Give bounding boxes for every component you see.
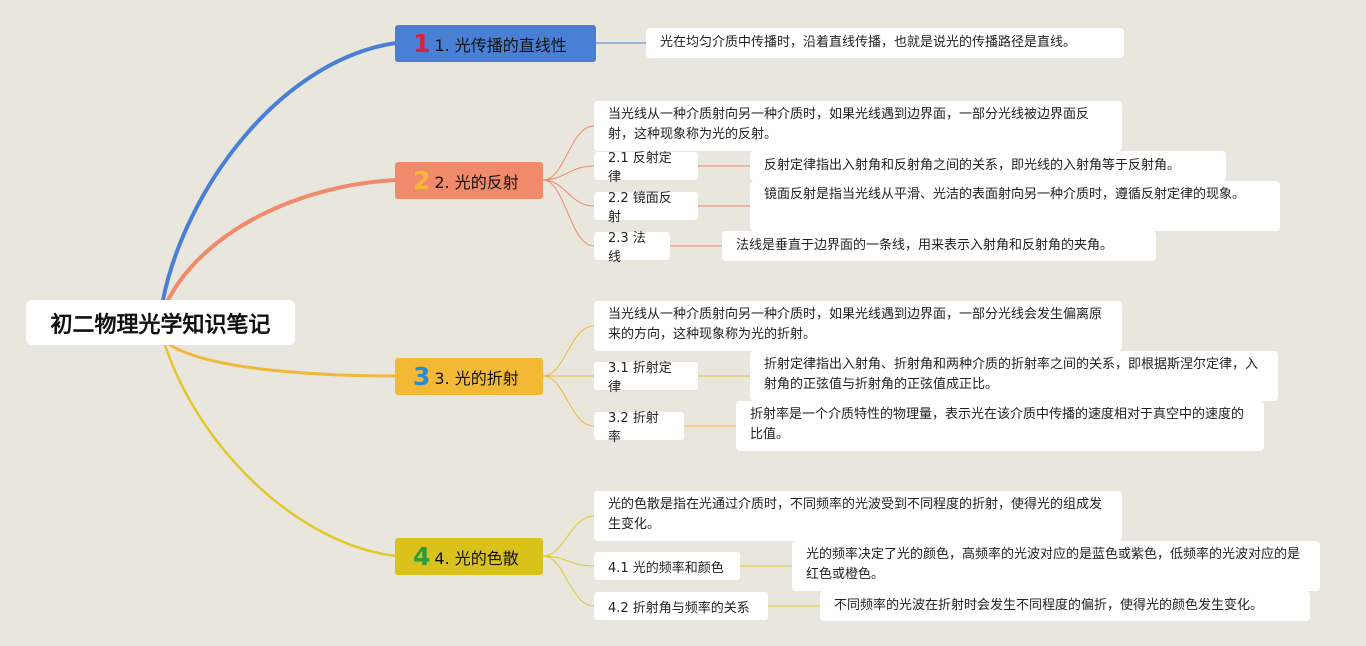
branch-3-number: 3 [413,362,431,391]
branch-2-sub-1[interactable]: 2.1 反射定律 [594,151,698,185]
branch-4-sub-1[interactable]: 4.1 光的频率和颜色 [594,552,740,580]
branch-2-sub-3-desc[interactable]: 法线是垂直于边界面的一条线，用来表示入射角和反射角的夹角。 [722,231,1156,261]
branch-3-sub-1-desc[interactable]: 折射定律指出入射角、折射角和两种介质的折射率之间的关系，即根据斯涅尔定律，入射角… [750,351,1278,401]
branch-2-sub-2[interactable]: 2.2 镜面反射 [594,191,698,225]
connector-b2-desc [542,125,595,181]
branch-1-label: 1. 光传播的直线性 [434,35,567,55]
branch-1[interactable]: 1 1. 光传播的直线性 [395,25,596,62]
branch-4-sub-1-desc[interactable]: 光的频率决定了光的颜色，高频率的光波对应的是蓝色或紫色，低频率的光波对应的是红色… [792,541,1320,591]
branch-1-number: 1 [413,29,431,58]
branch-2[interactable]: 2 2. 光的反射 [395,162,543,199]
branch-4-sub-2-desc[interactable]: 不同频率的光波在折射时会发生不同程度的偏折，使得光的颜色发生变化。 [820,591,1310,621]
branch-3-sub-1[interactable]: 3.1 折射定律 [594,361,698,395]
branch-2-number: 2 [413,166,431,195]
connector-root-b2 [166,178,398,302]
connector-b2-s2 [542,179,595,207]
branch-2-sub-2-desc[interactable]: 镜面反射是指当光线从平滑、光洁的表面射向另一种介质时，遵循反射定律的现象。 [750,181,1280,231]
branch-3-label: 3. 光的折射 [434,368,519,388]
connector-b3-s2 [542,375,595,427]
branch-4-sub-2[interactable]: 4.2 折射角与频率的关系 [594,592,768,620]
branch-4-number: 4 [413,542,431,571]
connector-b3-desc [542,325,595,377]
branch-2-desc[interactable]: 当光线从一种介质射向另一种介质时，如果光线遇到边界面，一部分光线被边界面反射，这… [594,101,1122,151]
connector-b4-s1 [542,555,595,567]
connector-b2-s3 [542,179,595,247]
connector-root-b3 [168,343,398,378]
branch-4[interactable]: 4 4. 光的色散 [395,538,543,575]
branch-4-desc[interactable]: 光的色散是指在光通过介质时，不同频率的光波受到不同程度的折射，使得光的组成发生变… [594,491,1122,541]
connector-b4-s2 [542,555,595,607]
branch-3-sub-2-desc[interactable]: 折射率是一个介质特性的物理量，表示光在该介质中传播的速度相对于真空中的速度的比值… [736,401,1264,451]
branch-2-sub-1-desc[interactable]: 反射定律指出入射角和反射角之间的关系，即光线的入射角等于反射角。 [750,151,1226,181]
branch-2-sub-3[interactable]: 2.3 法线 [594,231,670,265]
branch-3[interactable]: 3 3. 光的折射 [395,358,543,395]
connector-b4-desc [542,515,595,557]
branch-4-label: 4. 光的色散 [434,548,519,568]
connector-root-b1 [161,41,398,302]
branch-1-desc[interactable]: 光在均匀介质中传播时，沿着直线传播，也就是说光的传播路径是直线。 [646,28,1124,58]
connector-b2-s1 [542,165,595,181]
root-topic[interactable]: 初二物理光学知识笔记 [26,300,295,345]
branch-3-sub-2[interactable]: 3.2 折射率 [594,411,684,445]
connector-root-b4 [163,343,398,558]
branch-2-label: 2. 光的反射 [434,172,519,192]
branch-3-desc[interactable]: 当光线从一种介质射向另一种介质时，如果光线遇到边界面，一部分光线会发生偏离原来的… [594,301,1122,351]
